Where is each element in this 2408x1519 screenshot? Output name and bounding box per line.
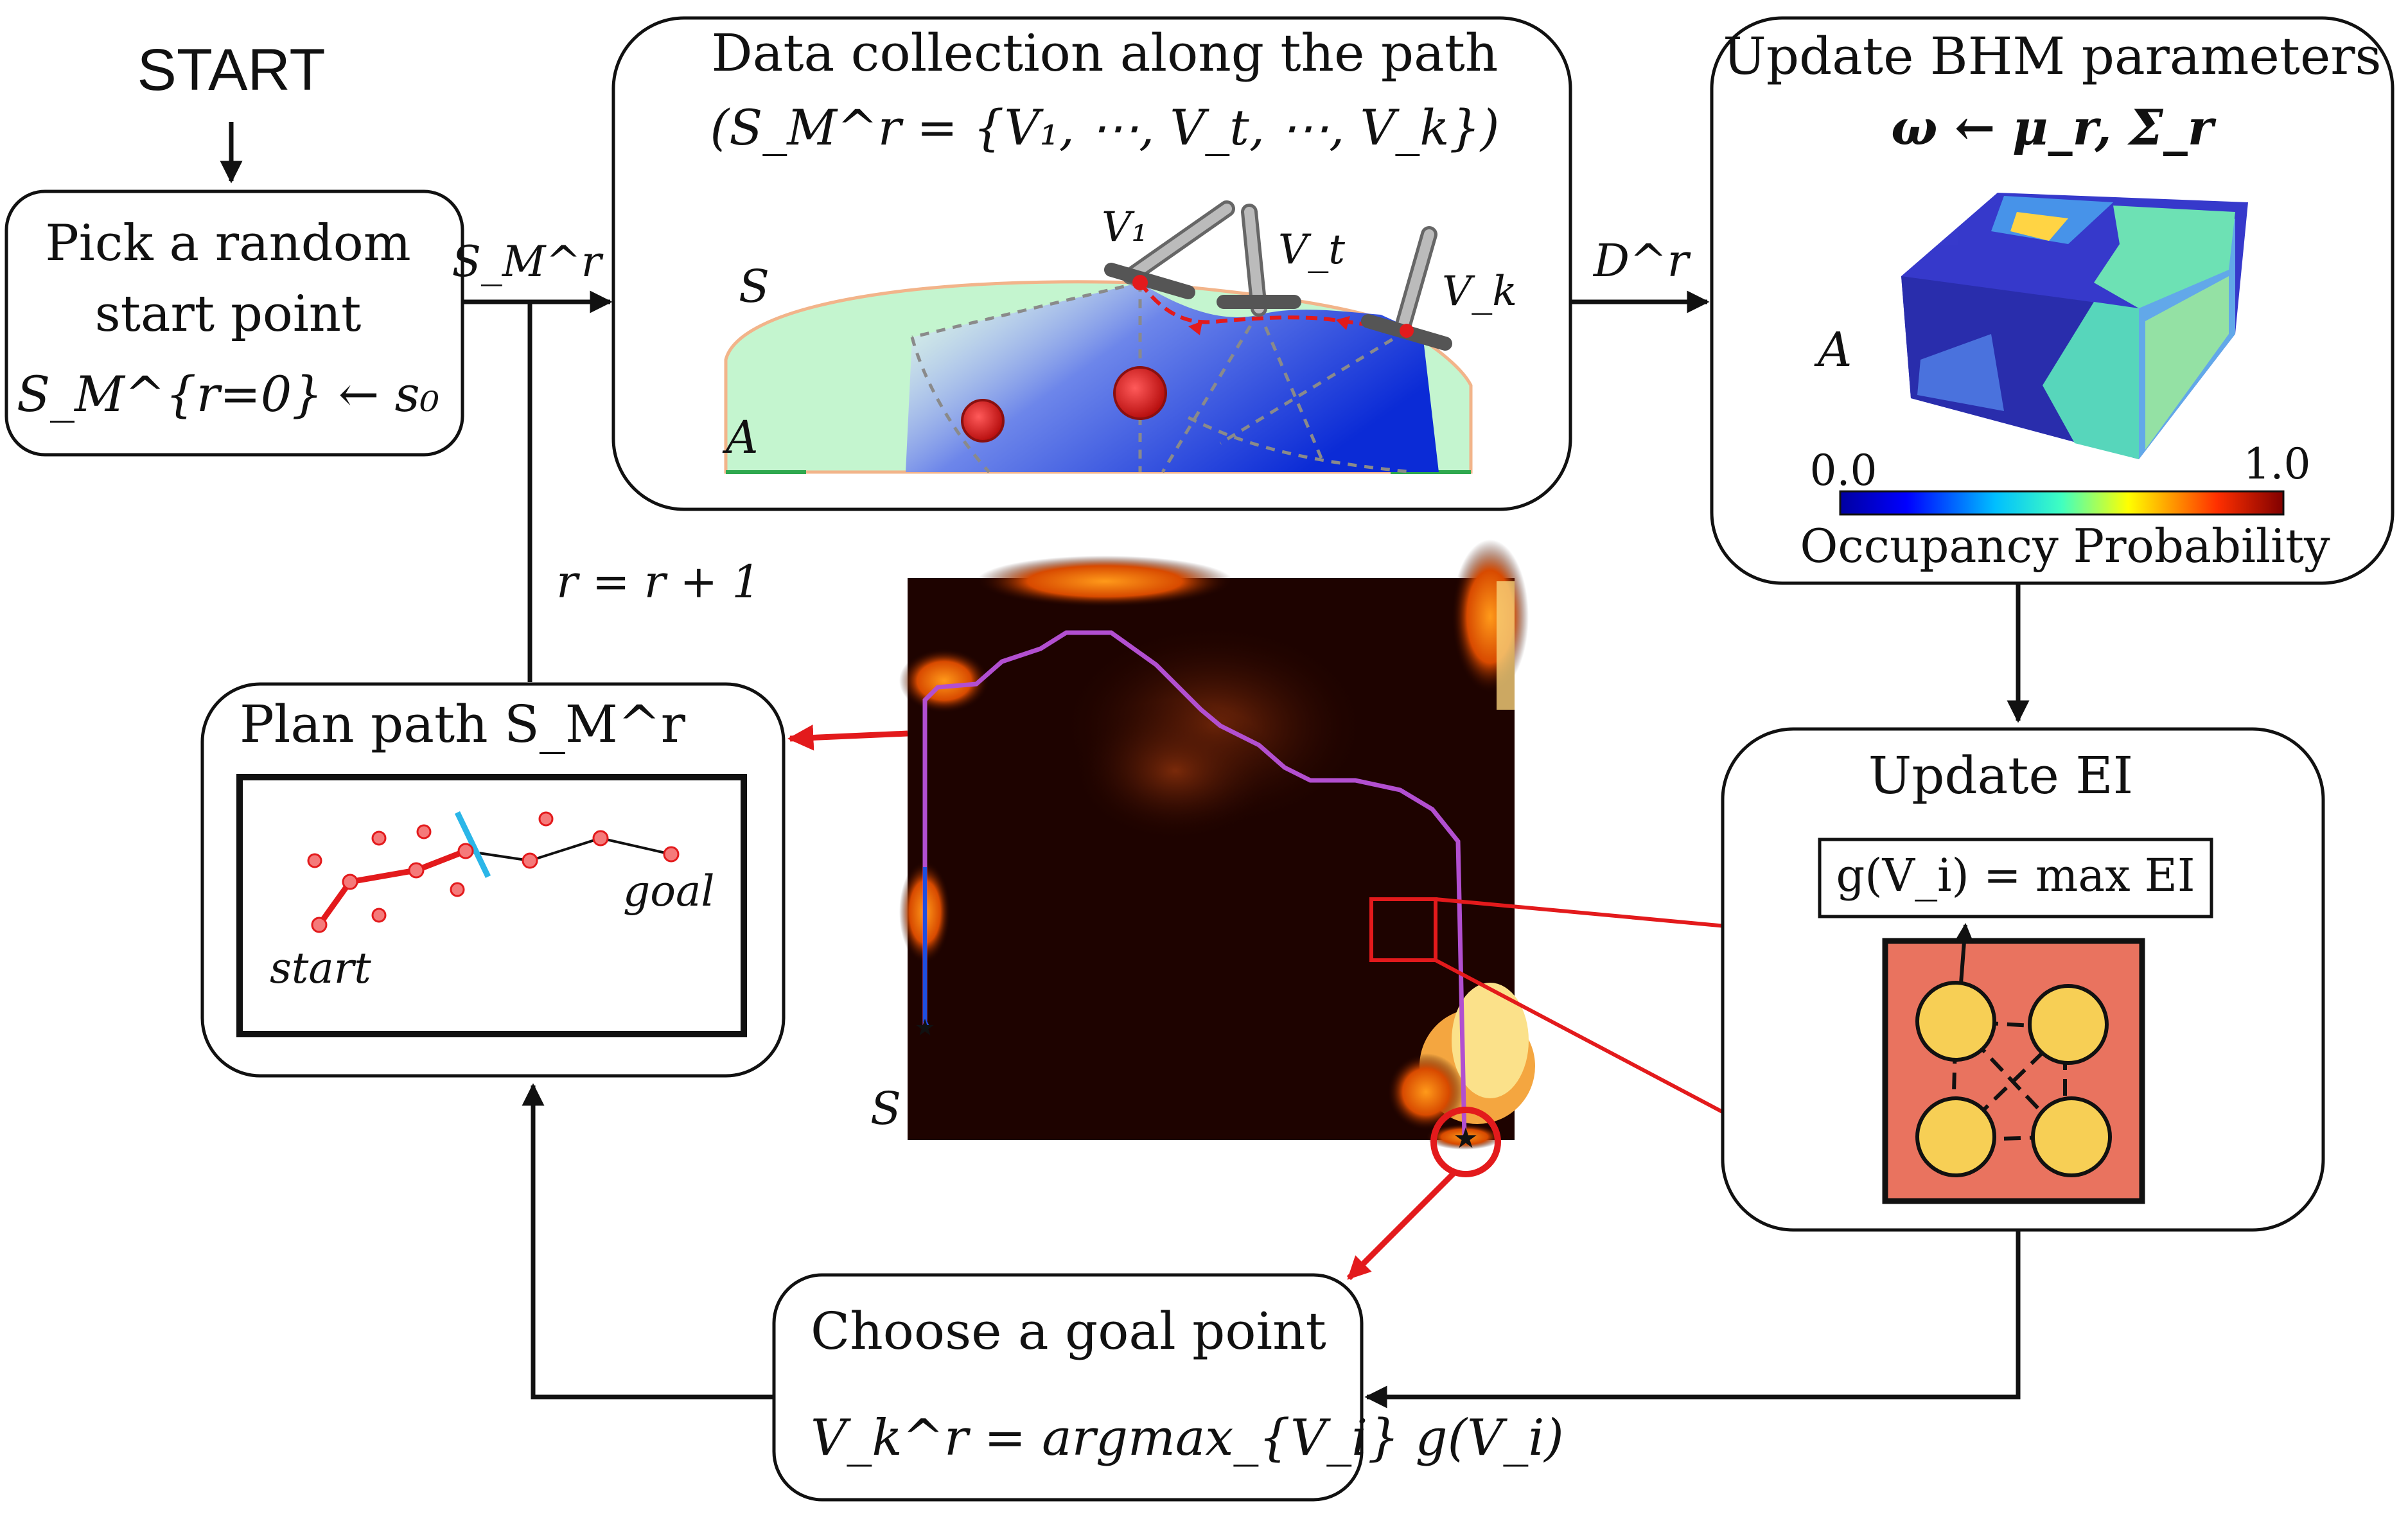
goal-highlight-circle: [1430, 1107, 1501, 1177]
robot-v1: [1104, 200, 1235, 299]
collection-title: Data collection along the path: [712, 23, 1498, 83]
arrow-map-to-goal: [1346, 1170, 1457, 1281]
ei-title: Update EI: [1868, 746, 2133, 805]
ei-node-panel: [1882, 938, 2145, 1204]
plan-start-label: start: [270, 944, 371, 993]
bhm-formula: ω ← μ_r, Σ_r: [1891, 99, 2217, 156]
plan-goal-label: goal: [623, 866, 714, 916]
plan-canvas: [236, 774, 747, 1037]
edge-ei-to-goal: [1364, 1230, 2021, 1409]
start-label: START: [137, 37, 325, 103]
arrow-map-to-plan: [787, 724, 908, 751]
colorbar: [1839, 490, 2285, 516]
path-arrowhead-2: [1336, 316, 1350, 330]
bhm-a-label: A: [1814, 322, 1852, 378]
edge-label-dr: D^r: [1592, 234, 1691, 287]
robot-path: [1138, 281, 1407, 333]
colorbar-max: 1.0: [2244, 439, 2311, 489]
obstacle-ball-1: [961, 399, 1005, 443]
ei-nodes: [1915, 981, 2112, 1177]
update-ei-box: Update EI g(V_i) = max EI: [1721, 727, 2325, 1232]
planned-path: [922, 630, 1467, 1137]
goal-star: ★: [1453, 1123, 1478, 1154]
plan-path-black: [465, 836, 672, 863]
plan-samples: [307, 811, 680, 933]
bhm-title: Update BHM parameters: [1723, 26, 2381, 86]
pick-start-box: Pick a random start point S_M^{r=0} ← s₀: [4, 189, 464, 457]
occupancy-map: ★ ★: [899, 540, 1535, 1177]
ei-formula-box: [1818, 838, 2213, 918]
colorbar-min: 0.0: [1810, 446, 1877, 495]
label-s: S: [739, 260, 769, 313]
ei-highlight-box: [1369, 897, 1437, 962]
goal-formula: V_k^r = argmax_{V_i} g(V_i): [811, 1409, 1564, 1467]
plan-cut-line: [454, 811, 491, 878]
occupancy-cube: [1901, 193, 2248, 459]
traversed-path: [923, 867, 930, 1029]
pick-line2: start point: [95, 285, 362, 343]
bhm-box: Update BHM parameters ω ← μ_r, Σ_r A 0.0…: [1710, 16, 2395, 585]
start-star: ★: [915, 1015, 935, 1040]
label-a: A: [722, 411, 759, 464]
plan-path-box: Plan path S_M^r start goal: [200, 682, 786, 1078]
colorbar-label: Occupancy Probability: [1800, 519, 2330, 573]
plan-path-red: [317, 848, 467, 927]
label-v1: V₁: [1102, 204, 1148, 251]
obstacle-ball-2: [1113, 366, 1167, 420]
data-collection-box: Data collection along the path (S_M^r = …: [611, 16, 1572, 511]
plan-title: Plan path S_M^r: [240, 694, 686, 754]
ei-formula: g(V_i) = max EI: [1836, 849, 2195, 902]
robot-vt: [1217, 204, 1301, 317]
map-s-label: S: [870, 1082, 901, 1135]
edge-label-r-update: r = r + 1: [556, 556, 760, 608]
edge-label-smr: S_M^r: [452, 237, 604, 286]
goal-title: Choose a goal point: [811, 1301, 1326, 1361]
sensor-rays: [910, 281, 1414, 474]
choose-goal-box: Choose a goal point V_k^r = argmax_{V_i}…: [772, 1273, 1564, 1502]
edge-goal-to-plan: [522, 1083, 774, 1400]
pick-line1: Pick a random: [45, 215, 410, 272]
path-arrowhead-1: [1188, 321, 1202, 335]
robot-vk: [1361, 226, 1452, 351]
collection-formula: (S_M^r = {V₁, ⋯, V_t, ⋯, V_k}): [710, 99, 1500, 156]
label-vt: V_t: [1278, 226, 1345, 274]
pick-formula: S_M^{r=0} ← s₀: [17, 365, 439, 423]
label-vk: V_k: [1442, 268, 1517, 315]
